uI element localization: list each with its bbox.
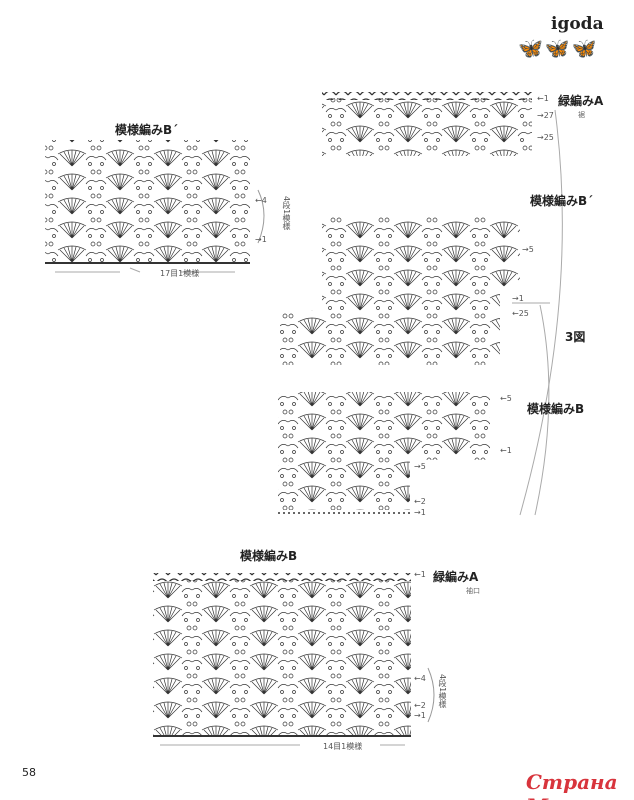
row-marker: ←2: [414, 497, 426, 506]
row-marker: ←25: [512, 309, 529, 318]
row-marker: ←5: [500, 394, 512, 403]
pattern-b-label: 模様編みB: [527, 402, 585, 416]
repeat-rows: 4段1模様: [438, 674, 447, 709]
row-marker: ←1: [414, 570, 426, 579]
butterfly-icon: 🦋🦋🦋: [518, 36, 599, 60]
edge-note: 裾: [578, 111, 585, 119]
row-marker: →1: [414, 711, 426, 720]
row-marker: →1: [255, 235, 267, 244]
chart-b-prime-sample: [45, 140, 265, 273]
page-number: 58: [22, 766, 36, 779]
repeat-rows: 4段1模様: [282, 196, 291, 231]
row-marker: →5: [414, 462, 426, 471]
row-marker: ←1: [537, 94, 549, 103]
edge-title: 緑編みA: [558, 94, 604, 108]
repeat-stitches: 14目1模様: [323, 742, 363, 751]
watermark: Страна Мам: [526, 770, 618, 800]
row-marker: →1: [414, 508, 426, 517]
row-marker: →1: [512, 294, 524, 303]
row-marker: ←4: [414, 674, 426, 683]
row-marker: ←1: [500, 446, 512, 455]
chart-title: 模様編みB: [240, 549, 298, 563]
brand-logo: igoda: [551, 14, 604, 34]
edge-title: 緑編みA: [433, 570, 479, 584]
chart-b-sleeve: [153, 573, 435, 746]
pattern-b-prime-label: 模様編みB´: [530, 194, 594, 208]
row-marker: ←2: [414, 701, 426, 710]
repeat-stitches: 17目1模様: [160, 269, 200, 278]
figure3-chart: [278, 92, 563, 516]
row-marker: →27: [537, 111, 554, 120]
row-marker: →25: [537, 133, 554, 142]
row-marker: ←4: [255, 196, 267, 205]
row-marker: →5: [522, 245, 534, 254]
figure-label: 3図: [565, 330, 586, 344]
chart-title: 模様編みB´: [115, 123, 179, 137]
edge-note: 袖口: [466, 587, 480, 595]
